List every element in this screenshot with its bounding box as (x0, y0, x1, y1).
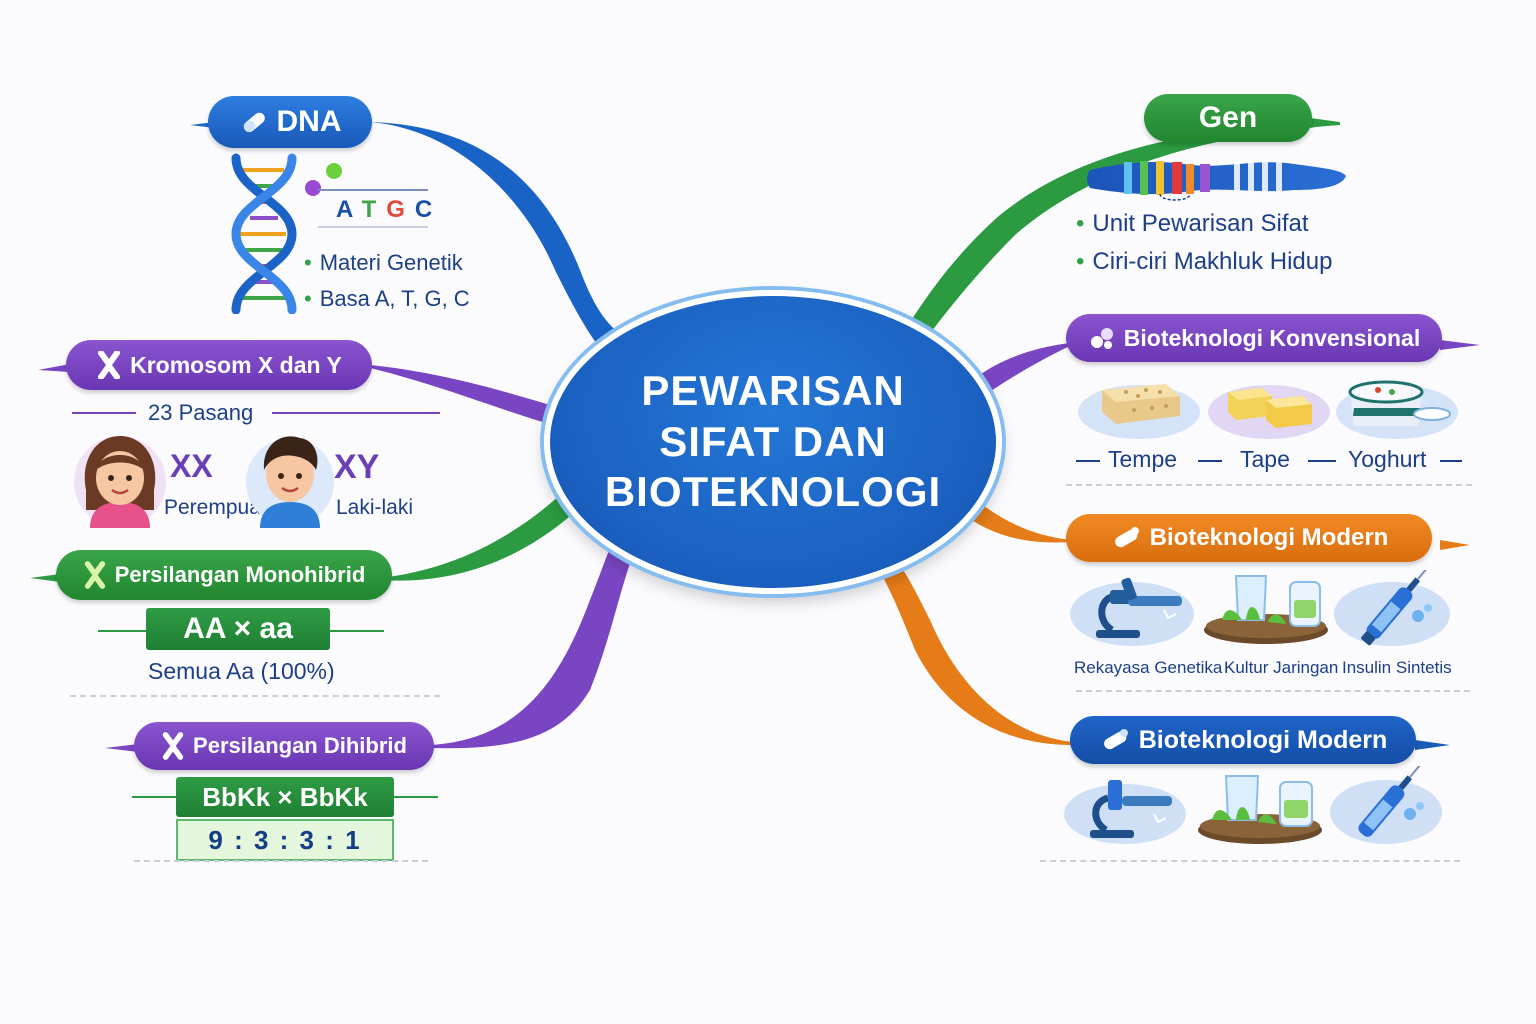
dihibrid-ratio: 9 : 3 : 3 : 1 (176, 819, 394, 861)
dihibrid-cross: BbKk × BbKk (176, 777, 394, 817)
dna-pill[interactable]: DNA (208, 96, 372, 148)
central-topic-line-2: SIFAT DAN (659, 417, 887, 465)
monohibrid-result: Semua Aa (100%) (148, 658, 335, 684)
capsule-icon (1099, 726, 1131, 754)
pairs-line-right (272, 412, 440, 414)
kromosom-pill[interactable]: Kromosom X dan Y (66, 340, 372, 390)
modern-1-divider (1076, 690, 1470, 692)
dna-base-line (318, 189, 428, 191)
female-code: XX (170, 448, 213, 484)
base-c: C (414, 196, 443, 223)
molecule-dot-purple (305, 180, 321, 196)
gen-title: Gen (1198, 101, 1258, 134)
konv-line-2 (1198, 460, 1222, 462)
tape-icon (1208, 385, 1330, 439)
dna-title: DNA (276, 105, 342, 138)
monohibrid-cross: AA × aa (146, 608, 330, 650)
modern-2-pill[interactable]: Bioteknologi Modern (1070, 716, 1416, 764)
dihibrid-pill[interactable]: Persilangan Dihibrid (134, 722, 434, 770)
base-t: T (361, 196, 387, 223)
konv-item-tempe: Tempe (1108, 446, 1178, 472)
monohibrid-pill[interactable]: Persilangan Monohibrid (56, 550, 392, 600)
modern-1-item-1: Rekayasa Genetika (1074, 658, 1223, 677)
insulin-syringe-icon-2 (1330, 766, 1442, 844)
dna-helix-icon (231, 153, 297, 314)
chromosome-icon (161, 732, 185, 760)
konv-line-1 (1076, 460, 1100, 462)
konvensional-title: Bioteknologi Konvensional (1123, 324, 1421, 351)
konv-item-tape: Tape (1240, 446, 1290, 472)
modern-1-title: Bioteknologi Modern (1149, 524, 1389, 551)
gen-bullet-1: Unit Pewarisan Sifat (1076, 210, 1308, 238)
central-topic-line-1: PEWARISAN (641, 367, 905, 415)
modern-2-title: Bioteknologi Modern (1138, 725, 1388, 754)
capsule-icon (1110, 524, 1142, 552)
branch-konvensional (975, 343, 1070, 395)
tissue-culture-icon (1204, 575, 1328, 644)
dihibrid-divider (134, 860, 428, 862)
pairs-line-left (72, 412, 136, 414)
central-topic-line-3: BIOTEKNOLOGI (604, 468, 942, 516)
kromosom-title: Kromosom X dan Y (130, 351, 342, 378)
yoghurt-icon (1336, 380, 1458, 439)
microscope-icon (1070, 577, 1194, 646)
konv-item-yoghurt: Yoghurt (1348, 446, 1427, 472)
male-code: XY (334, 448, 380, 486)
konv-line-4 (1440, 460, 1462, 462)
modern-1-item-2: Kultur Jaringan (1224, 658, 1339, 677)
konvensional-pill[interactable]: Bioteknologi Konvensional (1066, 314, 1442, 362)
modern-1-item-3: Insulin Sintetis (1342, 658, 1452, 677)
tissue-culture-icon-2 (1198, 775, 1322, 844)
microscope-icon-2 (1064, 780, 1186, 844)
girl-avatar-icon (74, 436, 166, 528)
chromosome-icon (83, 561, 107, 589)
gen-bullet-2: Ciri-ciri Makhluk Hidup (1076, 248, 1332, 276)
dihibrid-title: Persilangan Dihibrid (193, 733, 407, 758)
modern-1-pill[interactable]: Bioteknologi Modern (1066, 514, 1432, 562)
dna-bullet-1: Materi Genetik (304, 250, 463, 276)
branch-dna (370, 122, 630, 356)
konv-divider (1066, 484, 1472, 486)
insulin-syringe-icon (1334, 570, 1450, 646)
dna-bases: ATGC (336, 196, 442, 224)
boy-avatar-icon (246, 436, 334, 528)
central-topic: PEWARISAN SIFAT DAN BIOTEKNOLOGI (544, 290, 1002, 594)
tempe-icon (1078, 384, 1200, 439)
molecule-icon (1088, 324, 1116, 352)
gen-pill[interactable]: Gen (1144, 94, 1312, 142)
branch-modern-2 (882, 565, 1072, 745)
monohibrid-divider (70, 695, 440, 697)
monohibrid-title: Persilangan Monohibrid (114, 562, 366, 587)
base-a: A (336, 196, 362, 223)
pairs-label: 23 Pasang (148, 400, 254, 425)
modern-2-divider (1040, 860, 1460, 862)
branch-kromosom (370, 365, 560, 426)
dna-bullet-2: Basa A, T, G, C (304, 286, 470, 312)
dna-base-underline (318, 226, 428, 228)
chromosome-icon (96, 351, 122, 379)
gene-strand-icon (1087, 161, 1346, 201)
branch-dihibrid (430, 548, 632, 749)
male-label: Laki-laki (336, 496, 414, 519)
capsule-icon (239, 107, 269, 137)
molecule-dot-green (326, 163, 342, 179)
female-label: Perempuan (164, 496, 273, 519)
base-g: G (386, 196, 415, 223)
branch-monohibrid (380, 495, 575, 581)
konv-line-3 (1308, 460, 1336, 462)
